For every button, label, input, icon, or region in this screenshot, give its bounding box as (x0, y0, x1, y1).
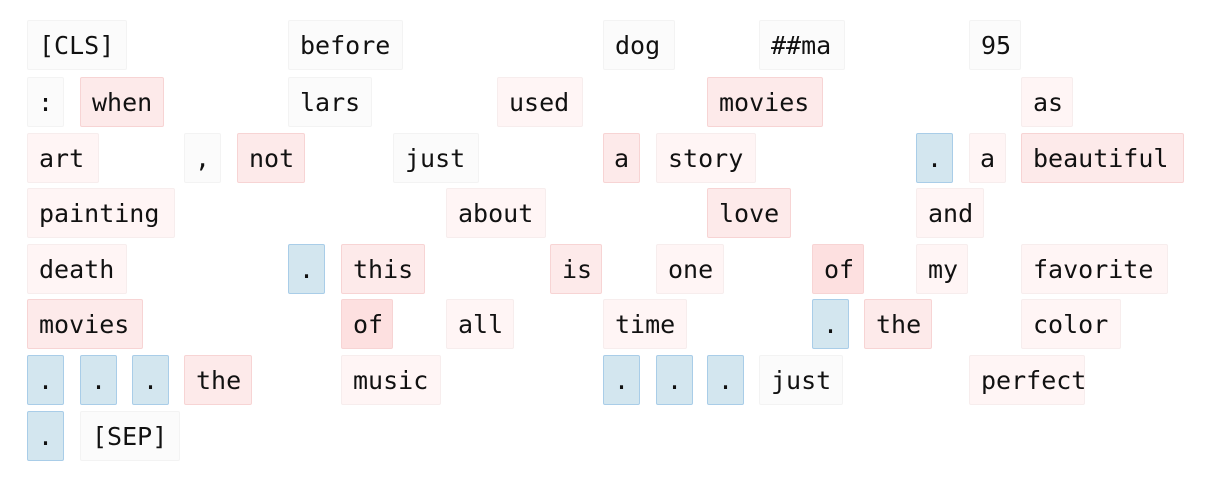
token: love (707, 188, 791, 238)
token: . (603, 355, 640, 405)
token: , (184, 133, 221, 183)
token: of (812, 244, 864, 294)
token: . (707, 355, 744, 405)
token: of (341, 299, 393, 349)
token: the (864, 299, 932, 349)
token: movies (707, 77, 823, 127)
token: my (916, 244, 968, 294)
token: painting (27, 188, 175, 238)
token: 95 (969, 20, 1021, 70)
token: just (393, 133, 479, 183)
token: all (446, 299, 514, 349)
token: music (341, 355, 441, 405)
token: time (603, 299, 687, 349)
token: color (1021, 299, 1121, 349)
token: ##ma (759, 20, 845, 70)
token: [CLS] (27, 20, 127, 70)
token: as (1021, 77, 1073, 127)
token: movies (27, 299, 143, 349)
token: before (288, 20, 403, 70)
token: . (288, 244, 325, 294)
token: a (603, 133, 640, 183)
token: and (916, 188, 984, 238)
token: when (80, 77, 164, 127)
token: favorite (1021, 244, 1168, 294)
token: about (446, 188, 546, 238)
token: story (656, 133, 756, 183)
token: : (27, 77, 64, 127)
token: the (184, 355, 252, 405)
token: death (27, 244, 127, 294)
token: . (80, 355, 117, 405)
token: art (27, 133, 99, 183)
token: is (550, 244, 602, 294)
token: . (812, 299, 849, 349)
token: just (759, 355, 843, 405)
token: perfect (969, 355, 1086, 405)
token: one (656, 244, 724, 294)
token: lars (288, 77, 372, 127)
token: . (27, 411, 64, 461)
token: beautiful (1021, 133, 1184, 183)
token: . (916, 133, 953, 183)
token: not (237, 133, 305, 183)
token: used (497, 77, 583, 127)
token: . (656, 355, 693, 405)
token: [SEP] (80, 411, 180, 461)
token: . (132, 355, 169, 405)
token: . (27, 355, 64, 405)
token: dog (603, 20, 675, 70)
token: this (341, 244, 425, 294)
token: a (969, 133, 1006, 183)
